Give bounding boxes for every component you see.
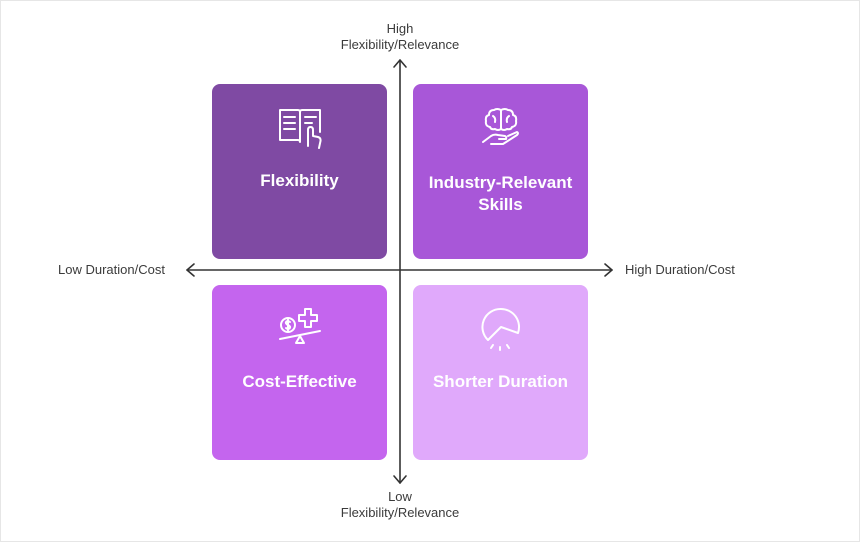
quadrant-shorter-duration: Shorter Duration <box>413 285 588 460</box>
quadrant-flexibility: Flexibility <box>212 84 387 259</box>
down-arrowhead <box>393 475 407 484</box>
up-arrowhead <box>393 59 407 68</box>
left-axis-label: Low Duration/Cost <box>58 262 165 277</box>
right-axis-label: High Duration/Cost <box>625 262 735 277</box>
quadrant-industry-relevant-skills: Industry-Relevant Skills <box>413 84 588 259</box>
top-axis-label: High Flexibility/Relevance <box>320 21 480 53</box>
bottom-axis-label: Low Flexibility/Relevance <box>320 489 480 521</box>
bottom-axis-label-line1: Low <box>388 489 412 504</box>
quadrant-cost-effective: Cost-Effective <box>212 285 387 460</box>
quadrant-title: Shorter Duration <box>432 372 569 391</box>
quadrant-title: Flexibility <box>260 171 339 190</box>
quadrant-title: Cost-Effective <box>242 372 357 391</box>
bottom-axis-label-line2: Flexibility/Relevance <box>340 505 460 520</box>
top-axis-label-line1: High <box>386 21 414 36</box>
left-arrowhead <box>186 263 195 277</box>
open-book-pointer-icon <box>212 102 387 154</box>
pie-timer-icon <box>413 303 588 355</box>
dollar-scale-plus-icon <box>212 303 387 355</box>
top-axis-label-line2: Flexibility/Relevance <box>340 37 460 52</box>
brain-hand-icon <box>413 102 588 154</box>
right-arrowhead <box>604 263 613 277</box>
quadrant-title: Industry-Relevant Skills <box>428 173 573 214</box>
